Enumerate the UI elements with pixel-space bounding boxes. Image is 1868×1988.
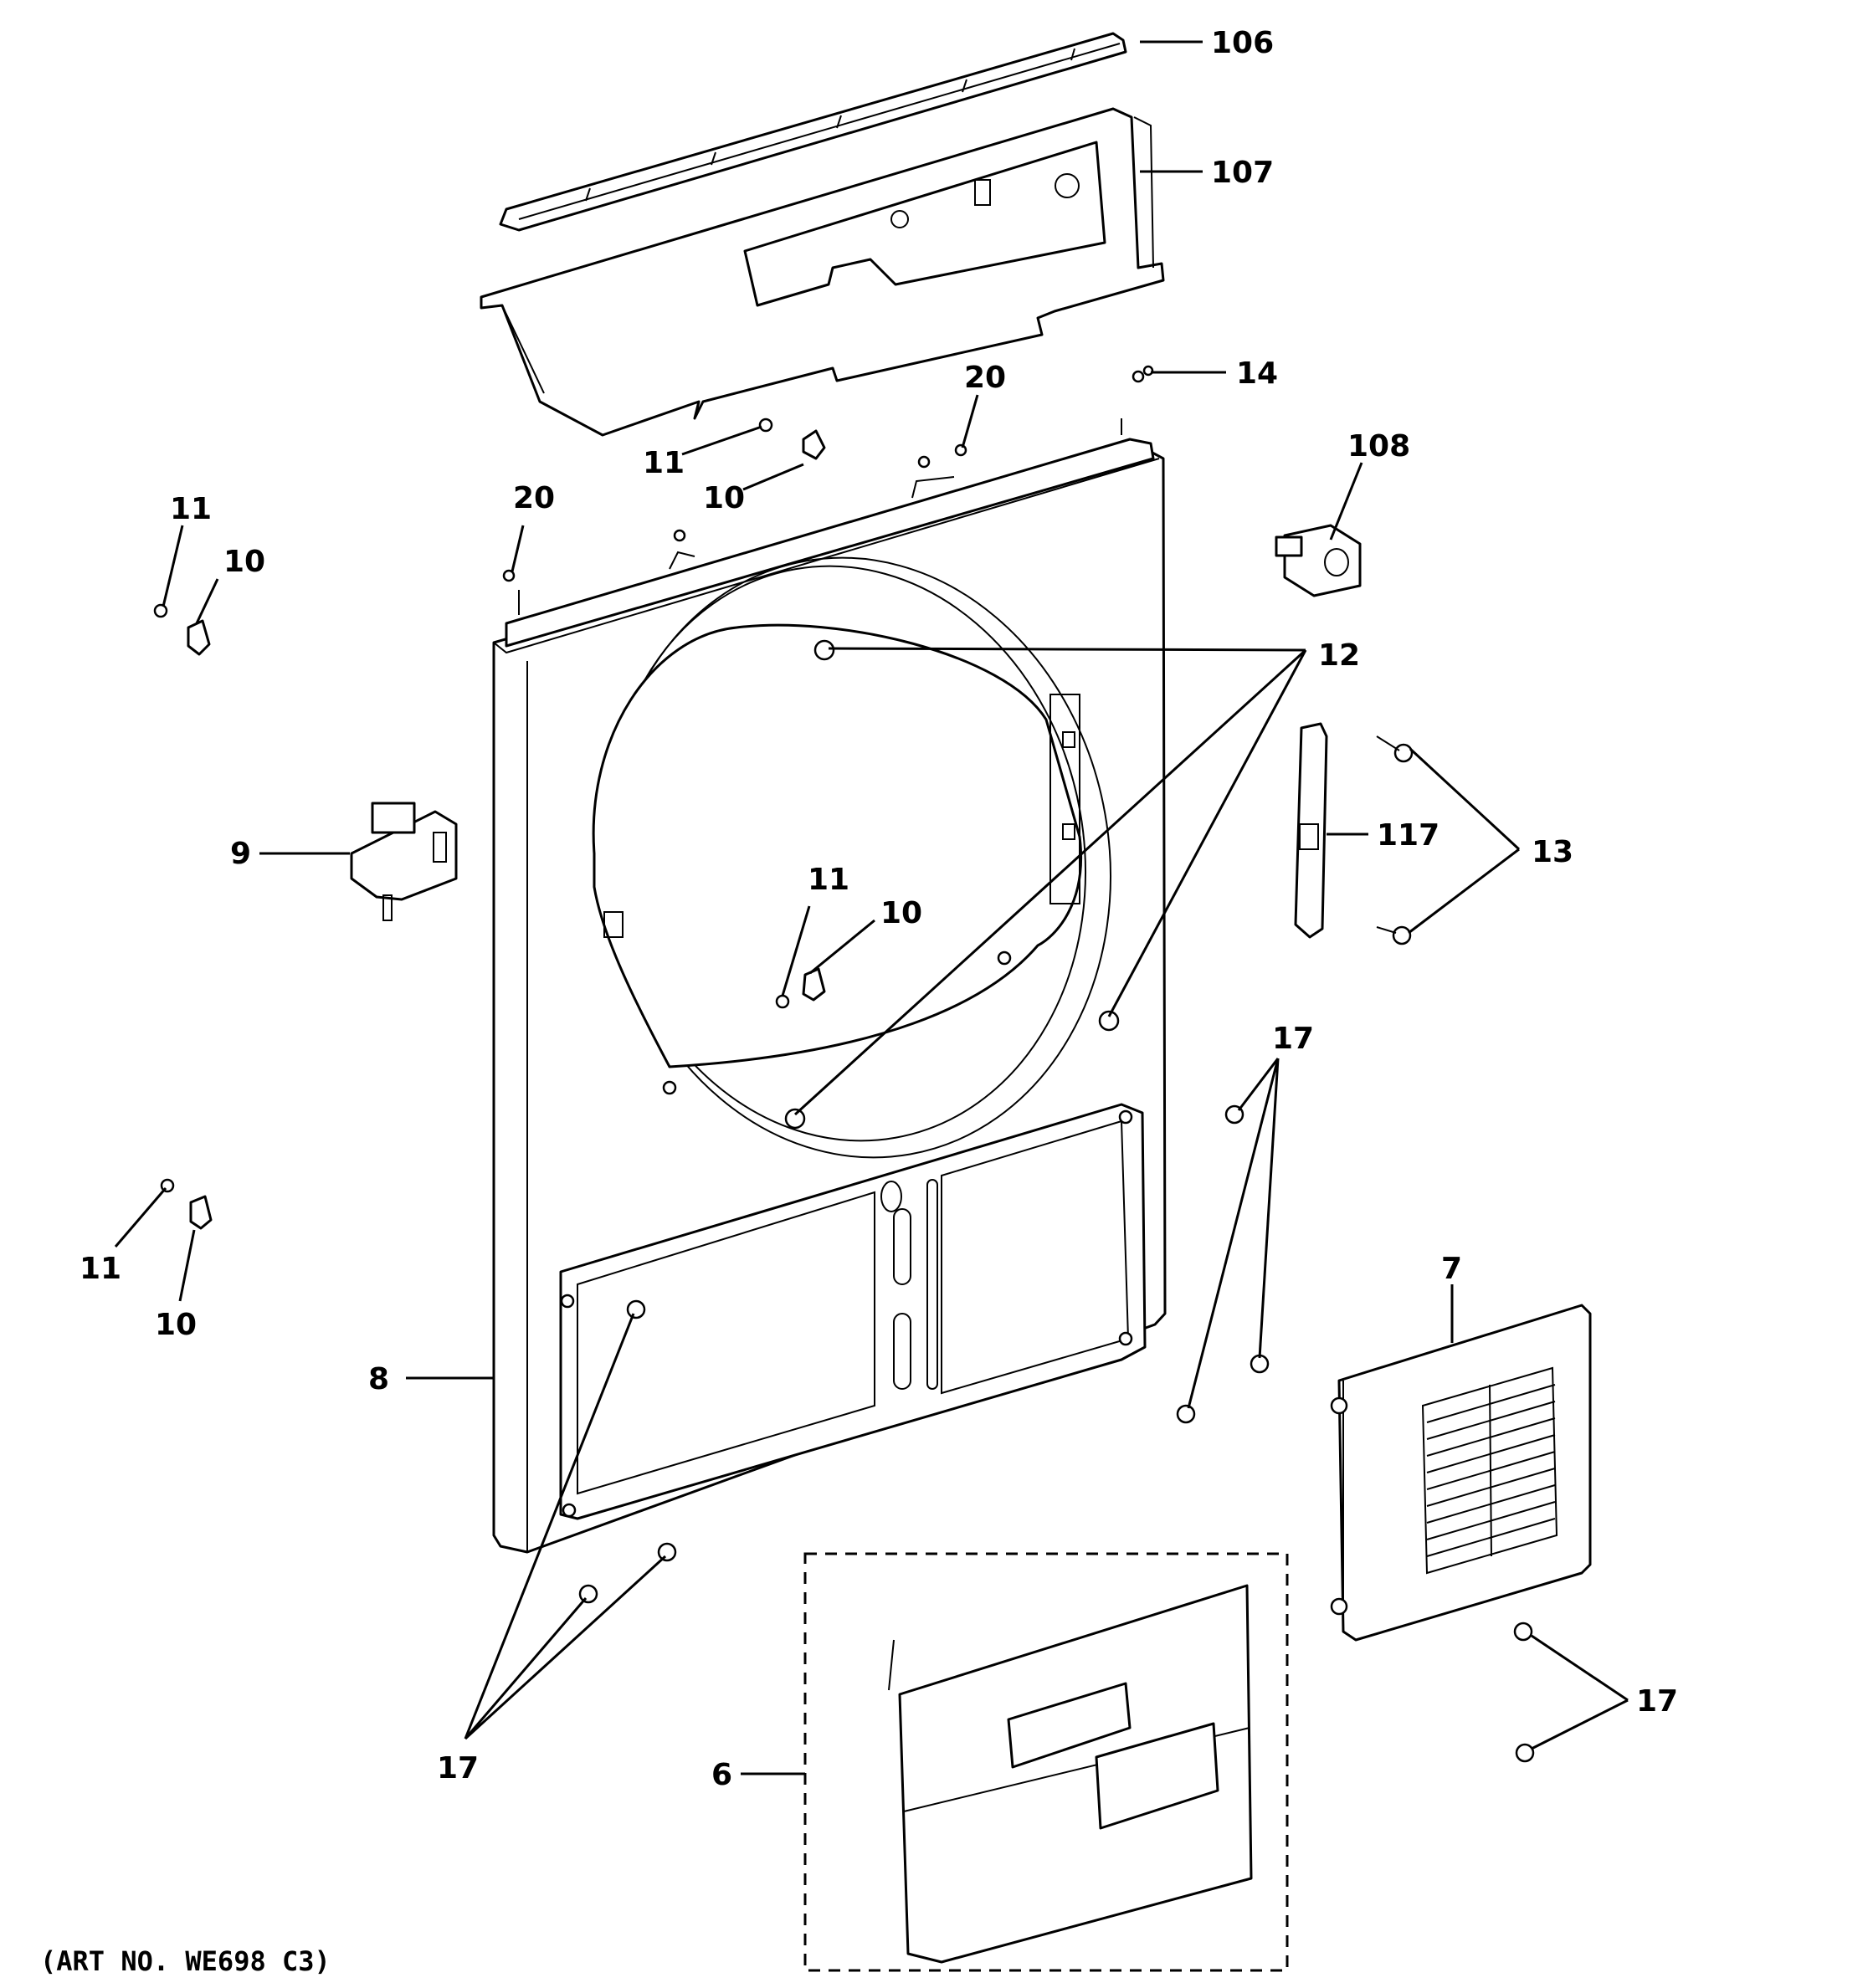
callout-108: 108 bbox=[1347, 429, 1410, 464]
callout-11-top: 11 bbox=[643, 446, 685, 480]
part-108-switch bbox=[1275, 524, 1362, 597]
callout-10-left-bottom: 10 bbox=[155, 1308, 197, 1342]
callout-117: 117 bbox=[1377, 818, 1439, 853]
callout-8: 8 bbox=[368, 1362, 389, 1396]
callout-11-door: 11 bbox=[808, 863, 849, 897]
callout-6: 6 bbox=[711, 1758, 732, 1792]
callout-12: 12 bbox=[1318, 638, 1360, 673]
hardware bbox=[153, 365, 1535, 1763]
part-117-door-strike bbox=[1294, 722, 1328, 939]
part-9-door-switch bbox=[350, 802, 458, 921]
callout-107: 107 bbox=[1211, 156, 1274, 190]
callout-17-right: 17 bbox=[1272, 1022, 1314, 1056]
callout-20-top: 20 bbox=[964, 361, 1006, 395]
callout-9: 9 bbox=[230, 837, 251, 871]
callout-11-left-bottom: 11 bbox=[80, 1252, 121, 1286]
callout-17-bottom-left: 17 bbox=[437, 1751, 479, 1786]
callout-17-bottom-right: 17 bbox=[1636, 1684, 1678, 1719]
callout-10-top: 10 bbox=[703, 481, 745, 515]
part-8-front-panel bbox=[492, 418, 1167, 1554]
callout-10-door: 10 bbox=[880, 896, 922, 930]
part-106-top-rail bbox=[499, 32, 1127, 232]
part-107-bracket bbox=[480, 107, 1165, 437]
art-number: (ART NO. WE698 C3) bbox=[40, 1945, 331, 1977]
callout-13: 13 bbox=[1532, 835, 1573, 869]
callout-14: 14 bbox=[1236, 356, 1278, 391]
callout-20-left: 20 bbox=[513, 481, 555, 515]
part-7-grille bbox=[1330, 1304, 1592, 1642]
callout-7: 7 bbox=[1441, 1252, 1462, 1286]
callout-10-left-top: 10 bbox=[223, 545, 265, 579]
callout-11-left-top: 11 bbox=[170, 492, 212, 526]
callout-106: 106 bbox=[1211, 26, 1274, 60]
part-6-access-panel bbox=[803, 1552, 1289, 1972]
callout-labels: 106 107 14 20 20 108 11 10 11 10 12 9 11… bbox=[40, 26, 1678, 1977]
leader-lines bbox=[114, 40, 1629, 1775]
